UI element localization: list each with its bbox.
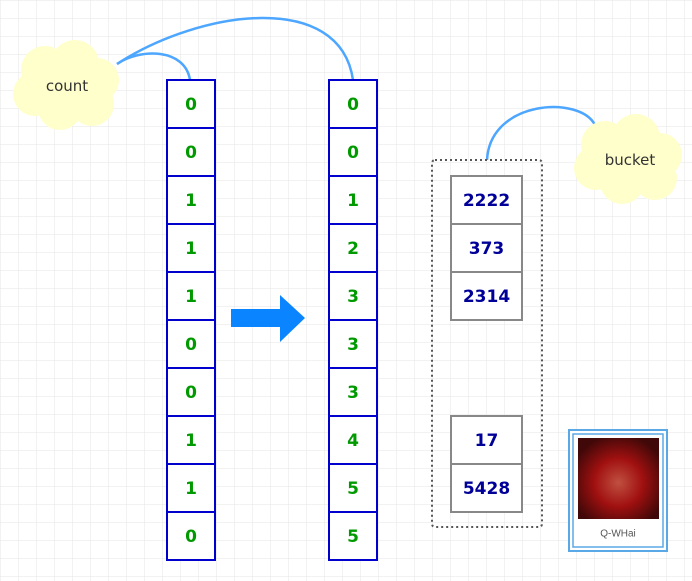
right-arrow-icon xyxy=(231,295,305,342)
count-before-cell: 1 xyxy=(166,463,216,513)
count-before-cell: 0 xyxy=(166,127,216,177)
count-after-value: 5 xyxy=(347,479,359,499)
bucket-container xyxy=(431,159,543,528)
count-after-value: 4 xyxy=(347,431,359,451)
count-before-cell-box xyxy=(166,367,216,417)
count-before-cell: 1 xyxy=(166,271,216,321)
count-after-cell: 4 xyxy=(328,415,378,465)
bucket-value: 2222 xyxy=(463,191,510,211)
bucket-cell-box xyxy=(450,415,523,465)
count-before-cell-box xyxy=(166,223,216,273)
count-after-cell: 5 xyxy=(328,463,378,513)
count-after-cell: 3 xyxy=(328,319,378,369)
count-label: count xyxy=(46,77,88,95)
count-after-cell: 0 xyxy=(328,127,378,177)
count-array-before: 0 0 1 1 1 0 0 1 1 0 xyxy=(166,79,216,561)
count-after-cell-box xyxy=(328,511,378,561)
bucket-label: bucket xyxy=(605,151,656,169)
avatar-image xyxy=(578,438,659,519)
bucket-cell-box xyxy=(450,175,523,225)
count-after-cell-box xyxy=(328,223,378,273)
count-before-value: 0 xyxy=(185,527,197,547)
count-after-value: 2 xyxy=(347,239,359,259)
avatar-name: Q-WHai xyxy=(600,529,636,540)
count-after-cell: 0 xyxy=(328,79,378,129)
bucket-cell-box xyxy=(450,463,523,513)
count-after-cell-box xyxy=(328,367,378,417)
count-before-cell: 1 xyxy=(166,175,216,225)
count-before-value: 1 xyxy=(185,191,197,211)
count-before-value: 1 xyxy=(185,479,197,499)
count-before-value: 1 xyxy=(185,431,197,451)
bucket-value: 373 xyxy=(469,239,505,259)
count-array-after: 0 0 1 2 3 3 3 4 5 5 xyxy=(328,79,378,561)
count-after-cell-box xyxy=(328,127,378,177)
bucket-group-top: 2222 373 2314 xyxy=(450,175,523,321)
bucket-value: 2314 xyxy=(463,287,510,307)
count-after-value: 0 xyxy=(347,95,359,115)
count-after-cell-box xyxy=(328,463,378,513)
count-before-value: 1 xyxy=(185,239,197,259)
bucket-cell: 373 xyxy=(450,223,523,273)
count-before-cell-box xyxy=(166,319,216,369)
count-after-value: 5 xyxy=(347,527,359,547)
count-after-cell: 1 xyxy=(328,175,378,225)
count-after-cell: 2 xyxy=(328,223,378,273)
count-before-cell: 0 xyxy=(166,367,216,417)
bucket-cell: 17 xyxy=(450,415,523,465)
count-before-cell: 0 xyxy=(166,79,216,129)
bucket-cell-box xyxy=(450,271,523,321)
bucket-value: 17 xyxy=(475,431,499,451)
count-before-cell: 1 xyxy=(166,415,216,465)
count-before-value: 0 xyxy=(185,335,197,355)
count-after-cell-box xyxy=(328,319,378,369)
count-before-cell: 0 xyxy=(166,319,216,369)
count-after-value: 3 xyxy=(347,335,359,355)
count-cloud[interactable]: count xyxy=(13,40,119,130)
bucket-value: 5428 xyxy=(463,479,510,499)
connector-count-right xyxy=(116,16,355,81)
count-before-value: 0 xyxy=(185,383,197,403)
count-after-cell: 5 xyxy=(328,511,378,561)
count-before-cell: 0 xyxy=(166,511,216,561)
count-before-value: 0 xyxy=(185,95,197,115)
bucket-cell: 5428 xyxy=(450,463,523,513)
avatar-card[interactable]: Q-WHai xyxy=(568,429,668,552)
count-before-cell-box xyxy=(166,271,216,321)
count-after-cell: 3 xyxy=(328,271,378,321)
count-before-cell-box xyxy=(166,511,216,561)
count-after-value: 3 xyxy=(347,287,359,307)
count-after-cell: 3 xyxy=(328,367,378,417)
count-before-cell-box xyxy=(166,79,216,129)
count-after-value: 3 xyxy=(347,383,359,403)
count-after-cell-box xyxy=(328,79,378,129)
count-before-cell-box xyxy=(166,463,216,513)
count-before-cell: 1 xyxy=(166,223,216,273)
count-before-value: 1 xyxy=(185,287,197,307)
count-before-cell-box xyxy=(166,175,216,225)
count-before-cell-box xyxy=(166,127,216,177)
count-after-value: 0 xyxy=(347,143,359,163)
count-after-cell-box xyxy=(328,415,378,465)
count-before-cell-box xyxy=(166,415,216,465)
bucket-cloud[interactable]: bucket xyxy=(574,114,682,204)
bucket-cell: 2314 xyxy=(450,271,523,321)
connector-bucket xyxy=(485,105,597,161)
bucket-cell: 2222 xyxy=(450,175,523,225)
count-after-value: 1 xyxy=(347,191,359,211)
bucket-group-bottom: 17 5428 xyxy=(450,415,523,513)
count-before-value: 0 xyxy=(185,143,197,163)
